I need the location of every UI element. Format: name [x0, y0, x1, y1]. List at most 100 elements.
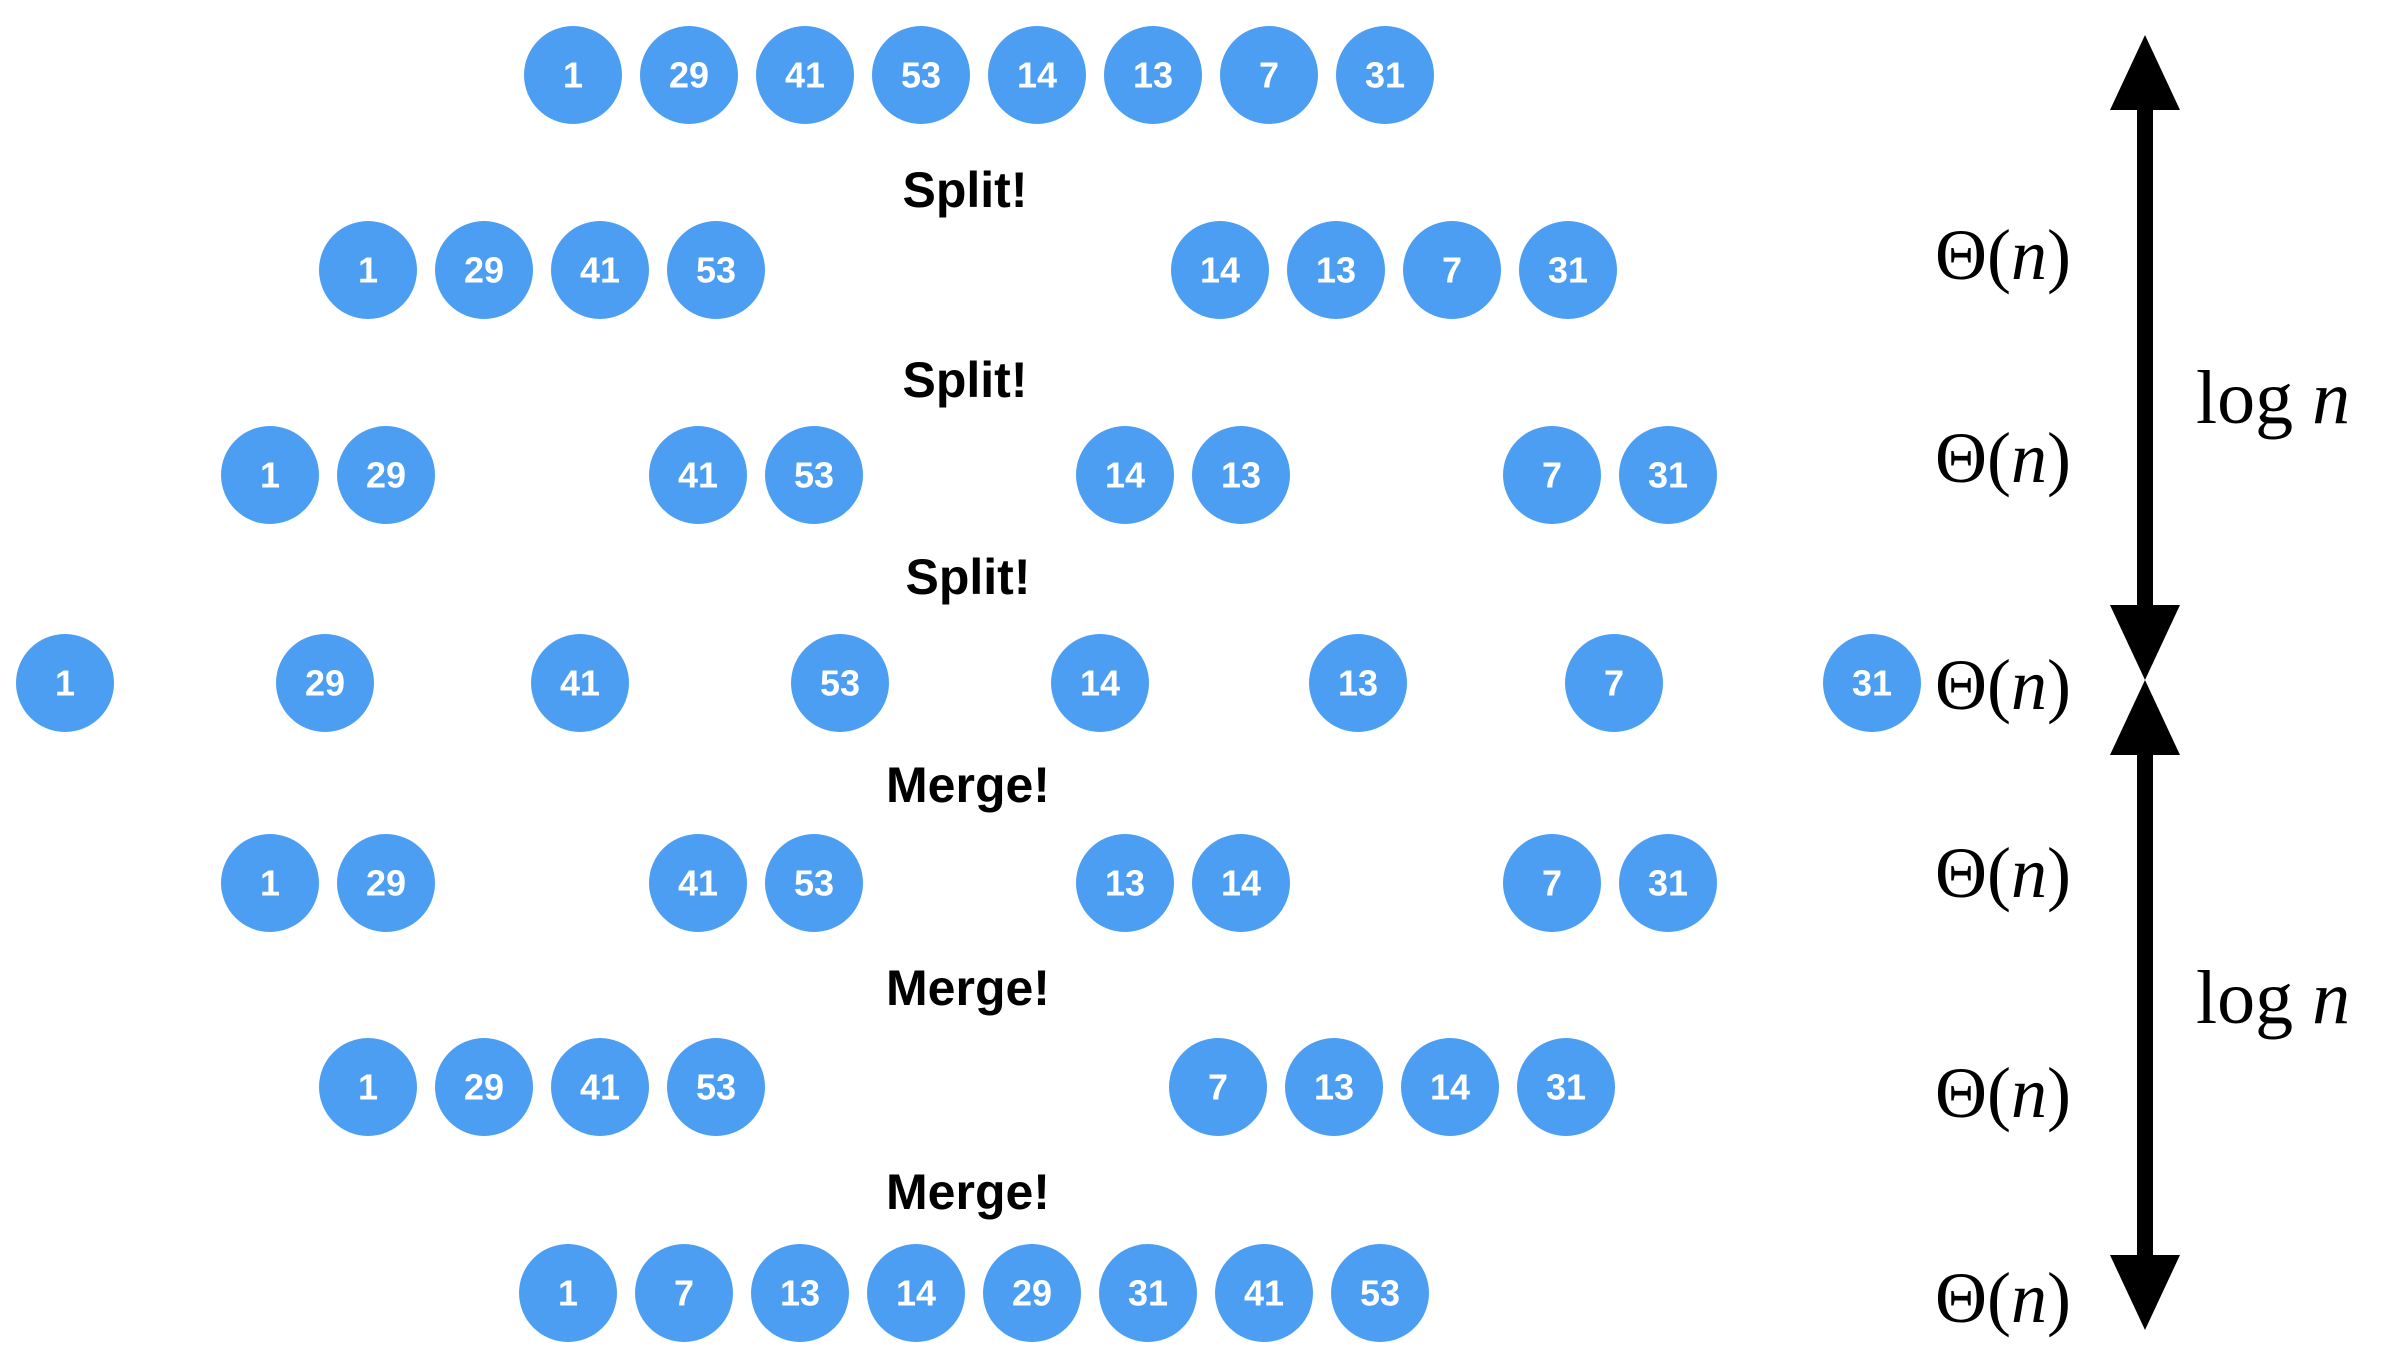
cost-label: Θ(n): [1935, 833, 2071, 913]
depth-label-var: n: [2312, 356, 2350, 440]
element-circle: [872, 26, 970, 124]
element-circle: [337, 834, 435, 932]
element-circle: [756, 26, 854, 124]
array-element: 29: [983, 1244, 1081, 1342]
element-circle: [1331, 1244, 1429, 1342]
array-element: 29: [435, 221, 533, 319]
array-element: 1: [319, 221, 417, 319]
array-element: 14: [1401, 1038, 1499, 1136]
array-element: 31: [1619, 834, 1717, 932]
array-element: 41: [1215, 1244, 1313, 1342]
step-label-split-2: Split!: [903, 352, 1028, 408]
element-value: 41: [580, 250, 620, 291]
element-circle: [1285, 1038, 1383, 1136]
element-circle: [551, 1038, 649, 1136]
array-element: 7: [1503, 426, 1601, 524]
element-circle: [649, 426, 747, 524]
array-element: 13: [1104, 26, 1202, 124]
depth-label-log: log: [2196, 356, 2293, 440]
element-circle: [635, 1244, 733, 1342]
element-circle: [667, 221, 765, 319]
array-element: 53: [667, 221, 765, 319]
element-value: 41: [785, 55, 825, 96]
array-element: 7: [1403, 221, 1501, 319]
element-circle: [16, 634, 114, 732]
element-circle: [1503, 834, 1601, 932]
array-element: 1: [16, 634, 114, 732]
array-element: 29: [337, 834, 435, 932]
element-value: 29: [669, 55, 709, 96]
element-circle: [435, 1038, 533, 1136]
element-circle: [1192, 834, 1290, 932]
element-circle: [1215, 1244, 1313, 1342]
cost-label: Θ(n): [1935, 215, 2071, 295]
array-element: 1: [221, 426, 319, 524]
array-element: 41: [531, 634, 629, 732]
element-circle: [1619, 834, 1717, 932]
array-element: 13: [1076, 834, 1174, 932]
array-element: 31: [1519, 221, 1617, 319]
element-value: 14: [1105, 455, 1145, 496]
element-circle: [867, 1244, 965, 1342]
step-label-split-3: Split!: [906, 549, 1031, 605]
element-circle: [1169, 1038, 1267, 1136]
element-value: 14: [1017, 55, 1057, 96]
element-value: 31: [1546, 1067, 1586, 1108]
element-circle: [519, 1244, 617, 1342]
element-circle: [667, 1038, 765, 1136]
element-value: 7: [1259, 55, 1279, 96]
element-value: 14: [896, 1273, 936, 1314]
element-circle: [1619, 426, 1717, 524]
element-value: 31: [1648, 863, 1688, 904]
element-value: 29: [464, 1067, 504, 1108]
array-element: 29: [435, 1038, 533, 1136]
subarray-group: 41: [531, 634, 629, 732]
element-value: 13: [1316, 250, 1356, 291]
subarray-group: 1: [16, 634, 114, 732]
element-circle: [1104, 26, 1202, 124]
merge-depth-arrow: [2110, 680, 2180, 1330]
element-value: 1: [563, 55, 583, 96]
array-element: 29: [640, 26, 738, 124]
array-element: 31: [1619, 426, 1717, 524]
element-circle: [221, 834, 319, 932]
element-circle: [1220, 26, 1318, 124]
step-label-split-1: Split!: [903, 162, 1028, 218]
element-value: 7: [1442, 250, 1462, 291]
element-value: 13: [1133, 55, 1173, 96]
step-label-merge-2: Merge!: [886, 960, 1050, 1016]
array-element: 41: [551, 221, 649, 319]
element-circle: [524, 26, 622, 124]
element-circle: [1192, 426, 1290, 524]
element-value: 13: [1314, 1067, 1354, 1108]
array-element: 31: [1336, 26, 1434, 124]
array-element: 13: [1285, 1038, 1383, 1136]
element-circle: [1823, 634, 1921, 732]
element-value: 1: [558, 1273, 578, 1314]
array-element: 31: [1823, 634, 1921, 732]
depth-label-merge: log n: [2196, 956, 2350, 1040]
array-element: 41: [551, 1038, 649, 1136]
array-element: 31: [1099, 1244, 1197, 1342]
element-value: 41: [560, 663, 600, 704]
array-element: 53: [1331, 1244, 1429, 1342]
subarray-group: 29: [276, 634, 374, 732]
element-circle: [221, 426, 319, 524]
array-element: 7: [1220, 26, 1318, 124]
element-value: 13: [780, 1273, 820, 1314]
array-element: 14: [867, 1244, 965, 1342]
subarray-group: 53: [791, 634, 889, 732]
element-value: 29: [366, 863, 406, 904]
array-element: 14: [988, 26, 1086, 124]
element-circle: [1171, 221, 1269, 319]
cost-labels: Θ(n)Θ(n)Θ(n)Θ(n)Θ(n)Θ(n): [1935, 215, 2071, 1338]
subarray-group: 7: [1565, 634, 1663, 732]
